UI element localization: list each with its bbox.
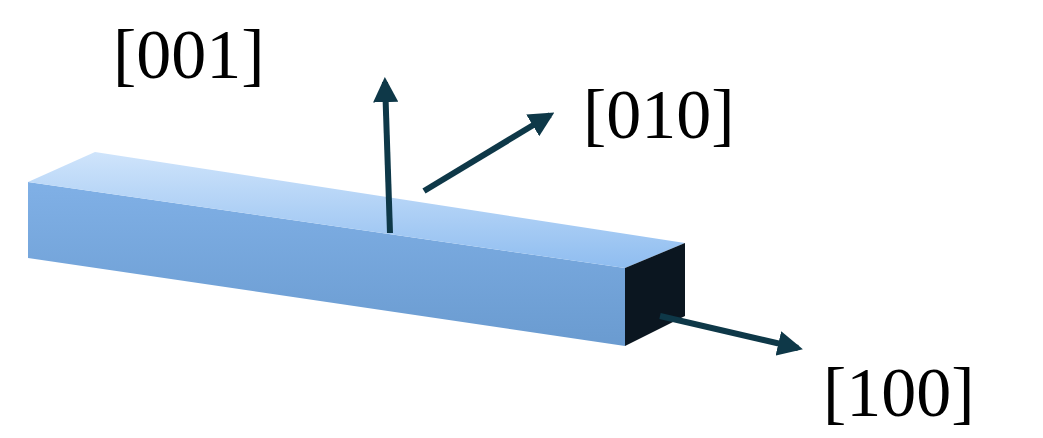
bar-end-face (625, 243, 685, 346)
direction-label: [010] (583, 80, 735, 150)
direction-label: [001] (113, 20, 265, 90)
bar-top-face (28, 152, 685, 268)
direction-arrow-001 (385, 82, 390, 233)
direction-arrow-100 (660, 316, 798, 348)
direction-label: [100] (823, 358, 975, 428)
direction-arrow-010 (424, 115, 550, 191)
